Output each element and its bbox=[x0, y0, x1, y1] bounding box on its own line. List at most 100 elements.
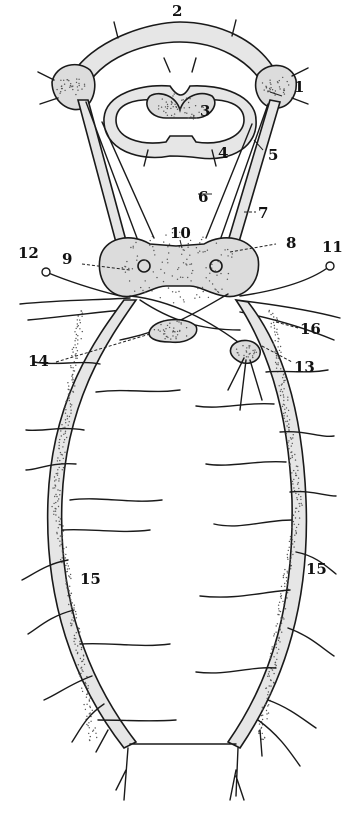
stipple-dot bbox=[167, 259, 168, 260]
stipple-dot bbox=[160, 324, 161, 325]
stipple-dot bbox=[202, 251, 203, 252]
stipple-dot bbox=[262, 707, 263, 708]
stipple-dot bbox=[64, 90, 65, 91]
stipple-dot bbox=[284, 573, 285, 574]
stipple-dot bbox=[175, 336, 176, 337]
stipple-dot bbox=[299, 506, 300, 507]
stipple-dot bbox=[54, 487, 55, 488]
stipple-dot bbox=[57, 460, 58, 461]
stipple-dot bbox=[144, 292, 145, 293]
stipple-dot bbox=[287, 81, 288, 82]
stipple-dot bbox=[81, 669, 82, 670]
stipple-dot bbox=[292, 528, 293, 529]
stipple-dot bbox=[76, 617, 77, 618]
stipple-dot bbox=[270, 314, 271, 315]
stipple-dot bbox=[74, 638, 75, 639]
stipple-dot bbox=[277, 81, 278, 82]
stipple-dot bbox=[167, 106, 168, 107]
stipple-dot bbox=[197, 288, 198, 289]
stipple-dot bbox=[177, 269, 178, 270]
stipple-dot bbox=[89, 727, 90, 728]
stipple-dot bbox=[278, 605, 279, 606]
stipple-dot bbox=[77, 358, 78, 359]
stipple-dot bbox=[284, 583, 285, 584]
stipple-dot bbox=[283, 604, 284, 605]
stipple-dot bbox=[167, 337, 168, 338]
stipple-dot bbox=[78, 79, 79, 80]
stipple-dot bbox=[278, 362, 279, 363]
stipple-dot bbox=[265, 704, 266, 705]
stipple-dot bbox=[266, 86, 267, 87]
stipple-dot bbox=[61, 454, 62, 455]
stipple-dot bbox=[60, 559, 61, 560]
stipple-dot bbox=[288, 448, 289, 449]
stipple-dot bbox=[71, 606, 72, 607]
stipple-dot bbox=[172, 291, 173, 292]
stipple-dot bbox=[187, 247, 188, 248]
stipple-dot bbox=[88, 685, 89, 686]
stipple-dot bbox=[172, 275, 173, 276]
stipple-dot bbox=[70, 410, 71, 411]
stipple-dot bbox=[75, 353, 76, 354]
stipple-dot bbox=[290, 544, 291, 545]
stipple-dot bbox=[77, 645, 78, 646]
stipple-dot bbox=[276, 357, 277, 358]
stipple-dot bbox=[275, 362, 276, 363]
stipple-dot bbox=[66, 587, 67, 588]
stipple-dot bbox=[269, 671, 270, 672]
stipple-dot bbox=[79, 319, 80, 320]
stipple-dot bbox=[283, 404, 284, 405]
stipple-dot bbox=[278, 637, 279, 638]
stipple-dot bbox=[273, 316, 274, 317]
stipple-dot bbox=[224, 249, 225, 250]
stipple-dot bbox=[63, 80, 64, 81]
stipple-dot bbox=[128, 268, 129, 269]
label-14: 14 bbox=[28, 352, 49, 370]
stipple-dot bbox=[58, 478, 59, 479]
stipple-dot bbox=[288, 440, 289, 441]
stipple-dot bbox=[87, 688, 88, 689]
stipple-dot bbox=[90, 736, 91, 737]
stipple-dot bbox=[281, 618, 282, 619]
stipple-dot bbox=[276, 355, 277, 356]
stipple-dot bbox=[291, 565, 292, 566]
stipple-dot bbox=[126, 261, 127, 262]
stipple-dot bbox=[270, 680, 271, 681]
stipple-dot bbox=[273, 322, 274, 323]
stipple-dot bbox=[72, 382, 73, 383]
stipple-dot bbox=[280, 368, 281, 369]
stipple-dot bbox=[280, 617, 281, 618]
stipple-dot bbox=[64, 439, 65, 440]
stipple-dot bbox=[86, 704, 87, 705]
stipple-dot bbox=[283, 415, 284, 416]
stipple-dot bbox=[89, 706, 90, 707]
stipple-dot bbox=[74, 385, 75, 386]
stipple-dot bbox=[96, 737, 97, 738]
stipple-dot bbox=[197, 252, 198, 253]
stipple-dot bbox=[218, 292, 219, 293]
stipple-dot bbox=[68, 393, 69, 394]
stipple-dot bbox=[283, 400, 284, 401]
stipple-dot bbox=[209, 273, 210, 274]
stipple-dot bbox=[186, 98, 187, 99]
stipple-dot bbox=[215, 270, 216, 271]
stipple-dot bbox=[62, 535, 63, 536]
stipple-dot bbox=[254, 349, 255, 350]
stipple-dot bbox=[272, 343, 273, 344]
stipple-dot bbox=[269, 80, 270, 81]
stipple-dot bbox=[268, 673, 269, 674]
stipple-dot bbox=[85, 682, 86, 683]
stipple-dot bbox=[174, 104, 175, 105]
stipple-dot bbox=[125, 272, 126, 273]
stipple-dot bbox=[270, 84, 271, 85]
stipple-dot bbox=[190, 280, 191, 281]
stipple-dot bbox=[86, 716, 87, 717]
stipple-dot bbox=[73, 607, 74, 608]
inner-brain-ring bbox=[104, 86, 256, 159]
stipple-dot bbox=[67, 382, 68, 383]
stipple-dot bbox=[296, 527, 297, 528]
stipple-dot bbox=[53, 514, 54, 515]
stipple-dot bbox=[286, 577, 287, 578]
stipple-dot bbox=[90, 721, 91, 722]
stipple-dot bbox=[81, 88, 82, 89]
